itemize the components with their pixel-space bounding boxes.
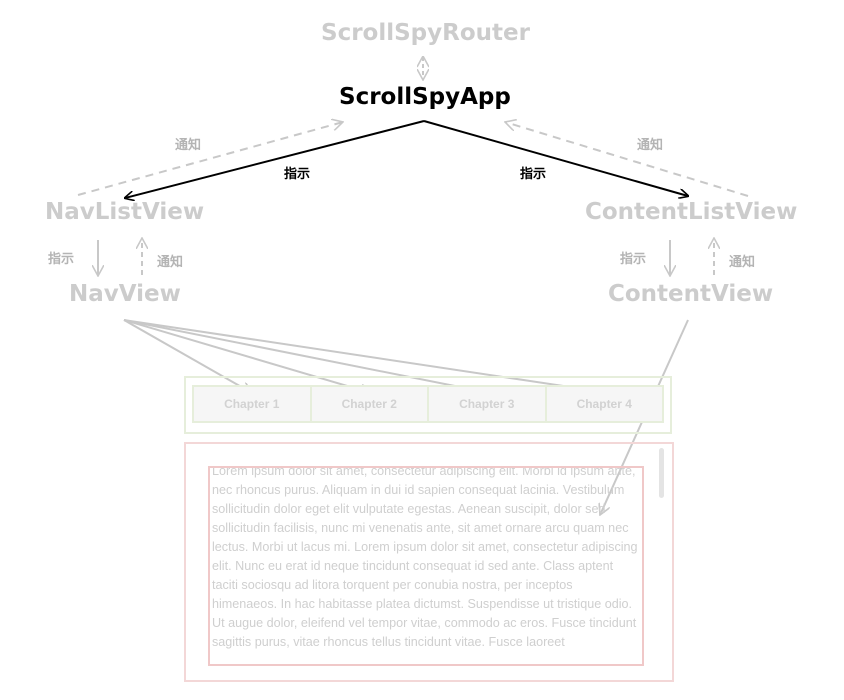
content-scrollbar[interactable] xyxy=(659,448,664,498)
tab-chapter-4[interactable]: Chapter 4 xyxy=(576,397,632,411)
label-nav-notify: 通知 xyxy=(157,255,184,270)
node-nav-list-view: NavListView xyxy=(45,199,205,225)
tab-chapter-2[interactable]: Chapter 2 xyxy=(312,387,429,421)
node-content-list-view: ContentListView xyxy=(585,199,798,225)
label-instruct-right: 指示 xyxy=(520,167,547,182)
tab-chapter-1[interactable]: Chapter 1 xyxy=(194,387,312,421)
node-scrollspy-app: ScrollSpyApp xyxy=(339,84,511,110)
label-content-notify: 通知 xyxy=(729,255,756,270)
label-nav-instruct: 指示 xyxy=(48,252,75,267)
content-text: Lorem ipsum dolor sit amet, consectetur … xyxy=(212,466,638,649)
label-content-instruct: 指示 xyxy=(620,252,647,267)
content-scroll-area[interactable]: Lorem ipsum dolor sit amet, consectetur … xyxy=(208,466,644,666)
chapter-tabs: Chapter 1 Chapter 2 Chapter 3 Chapter 4 xyxy=(192,385,664,423)
instruct-arrow-left xyxy=(125,120,425,198)
label-notify-right: 通知 xyxy=(637,138,664,153)
tab-chapter-3[interactable]: Chapter 3 xyxy=(429,387,547,421)
node-nav-view: NavView xyxy=(69,281,181,307)
notify-arrow-right xyxy=(505,122,749,197)
label-notify-left: 通知 xyxy=(175,138,202,153)
node-content-view: ContentView xyxy=(608,281,774,307)
instruct-arrow-right xyxy=(423,120,688,196)
node-scrollspy-router: ScrollSpyRouter xyxy=(321,20,530,46)
content-container: Lorem ipsum dolor sit amet, consectetur … xyxy=(184,442,674,682)
label-instruct-left: 指示 xyxy=(284,167,311,182)
notify-arrow-left xyxy=(77,122,343,196)
nav-container: Chapter 1 Chapter 2 Chapter 3 Chapter 4 xyxy=(184,376,672,434)
